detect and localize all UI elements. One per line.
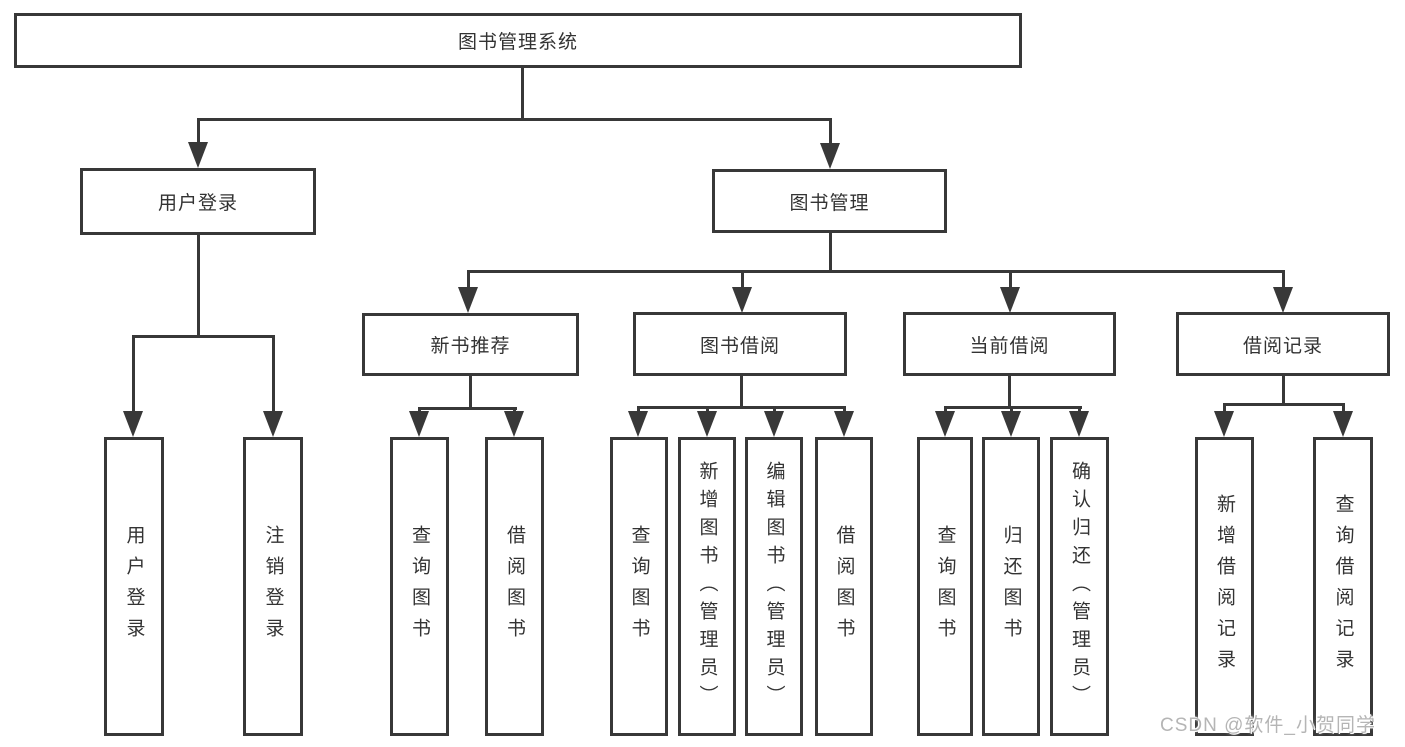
leaf-rec-query-books: 查询图书 bbox=[390, 437, 449, 736]
connector-arrow-shaft bbox=[741, 270, 744, 289]
connector-arrow-shaft bbox=[706, 406, 709, 415]
connector-root-split bbox=[197, 118, 832, 121]
node-book-borrowing: 图书借阅 bbox=[633, 312, 847, 376]
leaf-br-query-record: 查询借阅记录 bbox=[1313, 437, 1373, 736]
connector-arrow-shaft bbox=[1282, 270, 1285, 289]
connector-bookmgmt-stub bbox=[829, 232, 832, 272]
connector-borrowrecord-split bbox=[1223, 403, 1345, 406]
connector-currentborrow-split bbox=[944, 406, 1082, 409]
connector-bookborrow-stub bbox=[740, 374, 743, 408]
connector-arrow-shaft bbox=[773, 406, 776, 415]
leaf-user-login: 用户登录 bbox=[104, 437, 164, 736]
node-library-system-root: 图书管理系统 bbox=[14, 13, 1022, 68]
leaf-rec-borrow-books: 借阅图书 bbox=[485, 437, 544, 736]
arrowhead-down-icon bbox=[123, 411, 143, 437]
connector-currentborrow-stub bbox=[1008, 374, 1011, 408]
connector-arrow-shaft bbox=[843, 406, 846, 415]
connector-borrowrecord-stub bbox=[1282, 374, 1285, 405]
connector-bookborrow-split bbox=[637, 406, 846, 409]
arrowhead-down-icon bbox=[504, 411, 524, 437]
arrowhead-down-icon bbox=[1273, 287, 1293, 313]
connector-arrow-shaft bbox=[944, 406, 947, 415]
connector-arrow-shaft bbox=[637, 406, 640, 415]
connector-arrow-shaft bbox=[132, 335, 135, 413]
leaf-cb-return-books: 归还图书 bbox=[982, 437, 1040, 736]
connector-userlogin-stub bbox=[197, 233, 200, 337]
connector-arrow-shaft bbox=[1010, 406, 1013, 415]
connector-bookmgmt-split bbox=[467, 270, 1285, 273]
arrowhead-down-icon bbox=[1069, 411, 1089, 437]
connector-arrow-shaft bbox=[1342, 403, 1345, 415]
leaf-cb-confirm-return-admin: 确认归还（管理员） bbox=[1050, 437, 1109, 736]
arrowhead-down-icon bbox=[935, 411, 955, 437]
arrowhead-down-icon bbox=[820, 143, 840, 169]
leaf-br-add-record: 新增借阅记录 bbox=[1195, 437, 1254, 736]
arrowhead-down-icon bbox=[1214, 411, 1234, 437]
arrowhead-down-icon bbox=[732, 287, 752, 313]
connector-userlogin-split bbox=[132, 335, 275, 338]
connector-arrow-shaft bbox=[272, 335, 275, 413]
arrowhead-down-icon bbox=[458, 287, 478, 313]
arrowhead-down-icon bbox=[1333, 411, 1353, 437]
arrowhead-down-icon bbox=[188, 142, 208, 168]
connector-newrec-stub bbox=[469, 375, 472, 409]
node-new-book-recommend: 新书推荐 bbox=[362, 313, 579, 376]
arrowhead-down-icon bbox=[263, 411, 283, 437]
csdn-watermark: CSDN @软件_小贺同学 bbox=[1160, 715, 1376, 736]
arrowhead-down-icon bbox=[764, 411, 784, 437]
node-borrow-records: 借阅记录 bbox=[1176, 312, 1390, 376]
leaf-cb-query-books: 查询图书 bbox=[917, 437, 973, 736]
leaf-bb-edit-books-admin: 编辑图书（管理员） bbox=[745, 437, 803, 736]
connector-arrow-shaft bbox=[197, 118, 200, 144]
node-book-management-branch: 图书管理 bbox=[712, 169, 947, 233]
connector-arrow-shaft bbox=[1009, 270, 1012, 289]
arrowhead-down-icon bbox=[409, 411, 429, 437]
connector-arrow-shaft bbox=[829, 118, 832, 145]
connector-arrow-shaft bbox=[1223, 403, 1226, 415]
leaf-bb-add-books-admin: 新增图书（管理员） bbox=[678, 437, 736, 736]
connector-arrow-shaft bbox=[467, 270, 470, 289]
arrowhead-down-icon bbox=[1001, 411, 1021, 437]
arrowhead-down-icon bbox=[1000, 287, 1020, 313]
node-user-login-branch: 用户登录 bbox=[80, 168, 316, 235]
connector-root-stub bbox=[521, 67, 524, 119]
leaf-bb-borrow-books: 借阅图书 bbox=[815, 437, 873, 736]
arrowhead-down-icon bbox=[697, 411, 717, 437]
arrowhead-down-icon bbox=[834, 411, 854, 437]
connector-arrow-shaft bbox=[1078, 406, 1081, 415]
node-current-borrowing: 当前借阅 bbox=[903, 312, 1116, 376]
leaf-bb-query-books: 查询图书 bbox=[610, 437, 668, 736]
connector-newrec-split bbox=[418, 407, 517, 410]
leaf-logout: 注销登录 bbox=[243, 437, 303, 736]
arrowhead-down-icon bbox=[628, 411, 648, 437]
